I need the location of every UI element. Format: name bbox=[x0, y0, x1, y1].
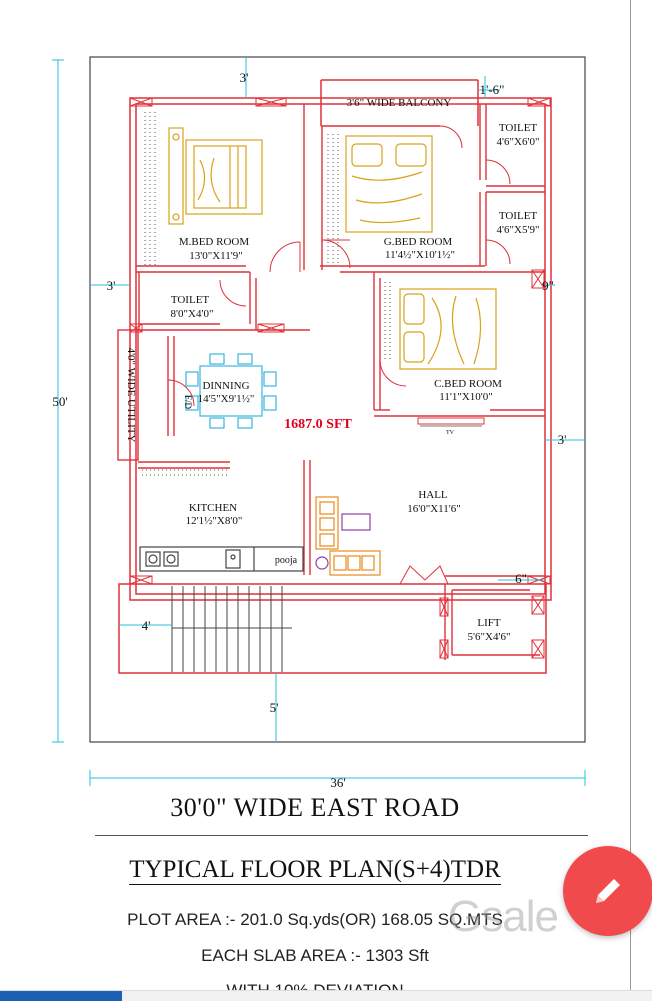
pencil-icon bbox=[596, 879, 620, 903]
dim-overall-width: 36' bbox=[330, 775, 345, 790]
g-bed-room-size: 11'4½"X10'1½" bbox=[385, 249, 455, 261]
dining-set bbox=[185, 353, 277, 429]
dining-size: 14'5"X9'1½" bbox=[198, 393, 255, 405]
m-bed-room-name: M.BED ROOM bbox=[179, 236, 250, 248]
road-label: 30'0" WIDE EAST ROAD bbox=[170, 793, 460, 822]
plot-area-text: PLOT AREA :- 201.0 Sq.yds(OR) 168.05 SQ.… bbox=[127, 910, 503, 929]
separator-line bbox=[95, 835, 588, 836]
dimension-lines bbox=[52, 57, 586, 786]
coffee-table bbox=[341, 513, 371, 531]
toilet-3-name: TOILET bbox=[171, 294, 210, 306]
dim-right-mid: 3' bbox=[558, 432, 567, 447]
toilet-2-name: TOILET bbox=[499, 210, 538, 222]
dim-right-lower: 6" bbox=[515, 571, 527, 586]
dim-stair-width: 4' bbox=[142, 618, 151, 633]
bottom-status-bar bbox=[0, 990, 652, 1001]
tv-label: TV bbox=[446, 430, 455, 436]
toilet-1-name: TOILET bbox=[499, 122, 538, 134]
bottom-bar-accent bbox=[0, 991, 122, 1001]
kitchen-counter bbox=[139, 546, 304, 572]
gsale-watermark: Gsale bbox=[448, 892, 559, 941]
dim-left-upper: 3' bbox=[107, 278, 116, 293]
toilet-2-size: 4'6"X5'9" bbox=[497, 224, 540, 236]
hall-size: 16'0"X11'6" bbox=[407, 503, 460, 515]
wardrobe-hatching bbox=[142, 112, 391, 476]
door-swings bbox=[167, 125, 511, 585]
utility-label: 4'0" WIDE UTILITY bbox=[125, 348, 137, 443]
hall-name: HALL bbox=[418, 489, 448, 501]
deviation-text: WITH 10% DEVIATION bbox=[226, 981, 404, 991]
sofa-set bbox=[315, 496, 381, 576]
dim-top: 3' bbox=[240, 70, 249, 85]
kitchen-size: 12'1½"X8'0" bbox=[186, 515, 243, 527]
c-bed-room-size: 11'1"X10'0" bbox=[439, 391, 492, 403]
outer-walls bbox=[118, 79, 552, 674]
dim-front-setback: 5' bbox=[270, 700, 279, 715]
edit-button[interactable] bbox=[563, 846, 652, 936]
tv-unit bbox=[417, 417, 485, 427]
m-bed-room-size: 13'0"X11'9" bbox=[189, 250, 242, 262]
pooja-label: pooja bbox=[275, 555, 298, 566]
drawing-sheet: 3'6" WIDE BALCONY M.BED ROOM 13'0"X11'9"… bbox=[0, 0, 631, 1000]
area-label: 1687.0 SFT bbox=[284, 417, 352, 432]
staircase bbox=[171, 586, 292, 672]
wall-crosses bbox=[129, 97, 551, 659]
interior-walls bbox=[117, 104, 545, 660]
lift-size: 5'6"X4'6" bbox=[468, 631, 511, 643]
dim-balcony-side: 1'-6" bbox=[480, 82, 505, 97]
master-bed bbox=[168, 127, 263, 225]
guest-bed bbox=[345, 135, 433, 233]
plan-title-text: TYPICAL FLOOR PLAN(S+4)TDR bbox=[129, 856, 501, 885]
kitchen-name: KITCHEN bbox=[189, 502, 237, 514]
toilet-1-size: 4'6"X6'0" bbox=[497, 136, 540, 148]
side-table bbox=[315, 556, 329, 570]
dim-overall-height: 50' bbox=[52, 394, 67, 409]
g-bed-room-name: G.BED ROOM bbox=[384, 236, 453, 248]
child-bed bbox=[399, 288, 497, 370]
c-bed-room-name: C.BED ROOM bbox=[434, 378, 502, 390]
dim-right-upper: 9" bbox=[542, 278, 554, 293]
slab-area-text: EACH SLAB AREA :- 1303 Sft bbox=[201, 946, 429, 965]
fd-label: F/D bbox=[183, 395, 193, 410]
plan-title: TYPICAL FLOOR PLAN(S+4)TDR bbox=[0, 856, 630, 885]
balcony-label: 3'6" WIDE BALCONY bbox=[347, 97, 452, 109]
floor-plan-drawing: 3'6" WIDE BALCONY M.BED ROOM 13'0"X11'9"… bbox=[52, 56, 586, 790]
dining-name: DINNING bbox=[202, 380, 249, 392]
toilet-3-size: 8'0"X4'0" bbox=[171, 308, 214, 320]
plot-boundary bbox=[89, 56, 586, 743]
lift-name: LIFT bbox=[477, 617, 501, 629]
